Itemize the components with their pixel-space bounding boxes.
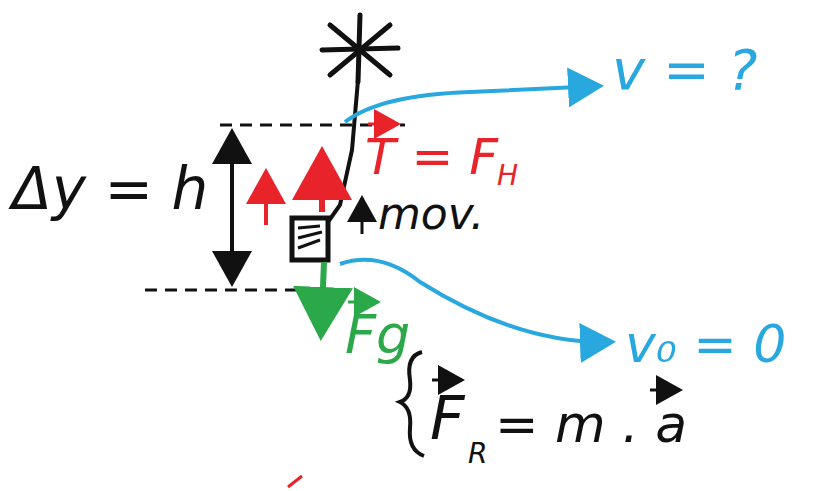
tension-label: T = F [365, 132, 498, 182]
pulley [322, 15, 398, 82]
level-line [145, 289, 350, 292]
height-label: Δy = h [12, 160, 208, 218]
vector-sign [368, 123, 398, 126]
vector-sign [432, 379, 462, 382]
brace [400, 352, 424, 456]
block [292, 218, 328, 260]
subscript: H [497, 162, 518, 190]
motion-label: mov. [378, 192, 484, 236]
pointer [345, 86, 600, 122]
mark [288, 476, 302, 487]
equation-label: = m . a [495, 398, 687, 450]
weight-arrow [321, 262, 324, 335]
weight-label: Fg [345, 308, 410, 362]
vector-sign [348, 301, 378, 304]
velocity-label: v₀ = 0 [625, 318, 786, 370]
acceleration-arrow [264, 172, 268, 225]
motion-arrow [361, 198, 364, 234]
vector-sign [650, 389, 680, 392]
level-line [220, 124, 405, 127]
tension-arrow [319, 152, 325, 212]
velocity-label: v = ? [612, 42, 757, 98]
rope [328, 80, 358, 222]
height-arrow [230, 132, 234, 283]
force-label: F [430, 388, 465, 448]
subscript: R [468, 440, 487, 468]
